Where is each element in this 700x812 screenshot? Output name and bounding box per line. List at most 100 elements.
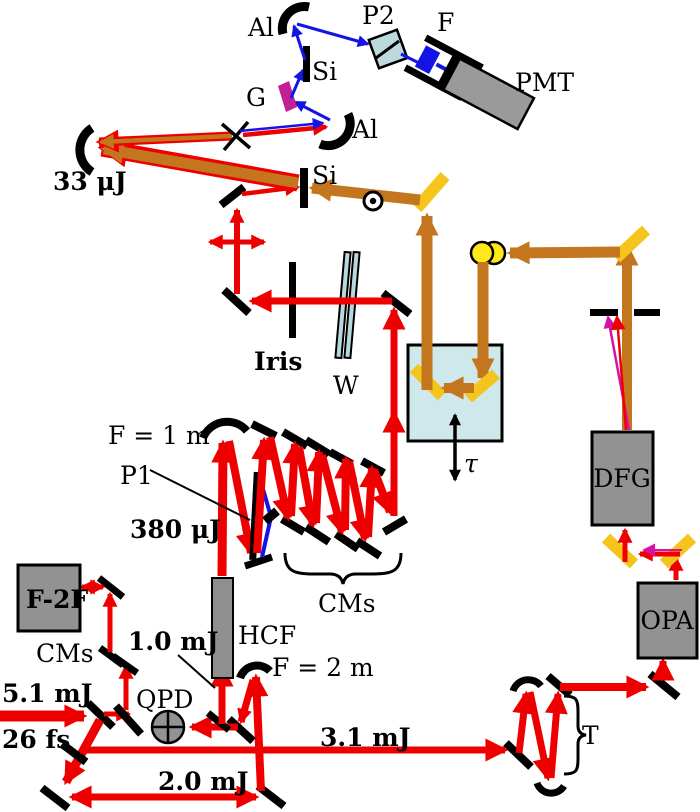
cm-beam-b [266,436,295,522]
f2f-box [16,563,82,633]
wedge-1 [334,250,352,360]
telescope-curved-mirror-1 [509,676,544,693]
xuv-beam-to-grating [293,100,331,122]
stage-gold-mirror-right [464,369,500,403]
label-p2: P2 [362,1,395,30]
xuv-beam-to-si-top [289,68,305,99]
recombination-mirror [218,183,247,209]
blue-reflection-2 [260,516,273,558]
si-mirror-top [303,46,310,82]
f2f-chirped-mirror-2 [110,653,140,676]
cm-beam-e [306,448,330,524]
cm-beam-d [295,446,321,529]
beamsplitter-2 [113,703,144,737]
hcf-compressor-section [149,306,409,679]
gold-mirror-top-mid [412,172,450,212]
curved-mirror-al-top [277,2,310,36]
label-telescope: T [582,721,599,750]
label-2mj: 2.0 mJ [158,767,248,796]
label-si-mid: Si [312,161,337,190]
telescope-input-mirror [503,740,534,770]
label-cms-main: CMs [318,589,376,618]
label-qpd: QPD [136,685,193,714]
lens-left [469,240,495,266]
combined-beam-orange [100,141,299,189]
focus-return-beam-orange [98,133,233,149]
label-f2f: F-2F [26,585,88,614]
pmt-body [441,56,536,131]
xuv-beam-to-al [239,118,325,133]
p1-pickoff-mirror [262,507,280,525]
label-26fs: 26 fs [2,725,70,754]
focus-cross-icon [220,120,252,152]
dfg-box [590,430,655,527]
cm-beam-i [359,464,383,538]
label-opa: OPA [640,606,694,635]
telescope-curved-mirror-2 [533,781,567,797]
telescope-brace [563,694,587,776]
grating-plate [278,81,297,112]
si-mirror-mid [300,168,308,208]
curved-mirror-f2m [236,661,273,680]
cm-beam-j [370,468,394,516]
front-end-section [0,563,509,812]
curved-mirror-al-right [318,112,355,151]
label-p1: P1 [120,461,153,490]
opa-box [636,581,699,660]
label-iris: Iris [254,347,302,376]
pickoff-mirror [59,740,89,766]
hcf-fiber [211,577,234,679]
telescope-beam-1 [512,690,536,754]
aperture-left [590,309,618,316]
cm-beam-h [345,460,373,543]
curved-mirror-33uj [75,124,95,176]
label-al-top: Al [247,13,274,42]
gold-mirror-left [601,533,639,569]
labels-layer: Al P2 F PMT Si G Al 33 μJ Si Iris W τ F … [2,1,694,796]
qpd-detector [150,709,186,745]
label-51mj: 5.1 mJ [2,679,92,708]
cm-lower-4 [354,537,383,560]
gold-mirror-top-right [611,225,651,263]
fold-mirror-left [221,287,252,316]
label-hcf: HCF [238,621,296,650]
label-cms-small: CMs [36,639,94,668]
beam-hcf-to-f1m [211,439,235,577]
telescope-output-mirror [545,672,573,699]
aperture-right [634,309,660,316]
label-filter: F [437,8,454,37]
cm-beam-c [282,440,306,517]
xuv-beam-to-al-top [291,24,307,61]
cm-lower-3 [333,530,361,553]
beam-f2m-fold [237,679,257,725]
label-tau: τ [464,449,479,478]
hhg-arm-section [75,2,536,208]
beamsplitter-1 [85,700,116,730]
beam-focus-to-al [242,120,329,138]
pointer-p1 [149,469,251,521]
cm-lower-1 [279,515,307,536]
label-si-top: Si [312,57,337,86]
cm-lower-5 [381,515,409,536]
cm-beam-f [318,453,349,536]
cms-brace [283,552,403,585]
label-33uj: 33 μJ [53,167,127,196]
label-f1m: F = 1 m [108,421,210,450]
cm-upper-2 [280,428,310,450]
label-380uj: 380 μJ [130,515,221,544]
label-pmt: PMT [515,68,574,97]
xuv-beam-to-p2 [296,22,370,48]
residual-red-beam [610,314,628,431]
beam-up-to-f2m [245,673,269,792]
filter-element [414,45,441,75]
p2-polarizer-cube [367,28,409,70]
telescope-beam-3 [544,690,568,779]
fold-mirror-right [380,289,413,318]
label-grating: G [246,83,266,112]
cm-lower-2 [303,523,332,546]
cm-upper-1 [250,420,278,440]
cm-beam-g [334,455,358,531]
telescope-beam-2 [526,691,556,782]
